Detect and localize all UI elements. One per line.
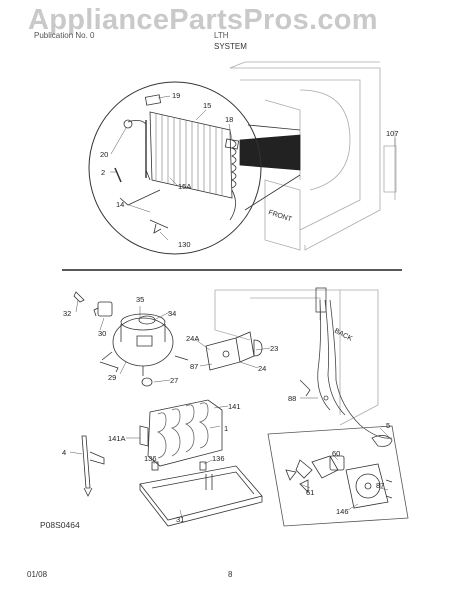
compressor [73, 291, 189, 387]
back-tubing [315, 287, 393, 447]
callout-bottom-5: 23 [270, 344, 278, 353]
callout-top-1: 15 [203, 101, 211, 110]
callout-bottom-0: 32 [63, 309, 71, 318]
callout-top-5: 2 [101, 168, 105, 177]
callout-bottom-20: 87 [376, 481, 384, 490]
watermark: AppliancePartsPros.com [28, 4, 378, 36]
drain-clips [151, 461, 207, 471]
callout-bottom-13: 141A [108, 434, 126, 443]
header-model: LTH [214, 31, 229, 40]
callout-bottom-11: 141 [228, 402, 241, 411]
callout-bottom-14: 4 [62, 448, 66, 457]
evaporator-cover-hatch [239, 134, 301, 171]
callout-top-7: 14 [116, 200, 124, 209]
callout-top-3: 107 [386, 129, 399, 138]
section-title: SYSTEM [214, 42, 247, 51]
evaporator-coil-block [139, 399, 223, 467]
magnified-condenser-view [88, 81, 301, 255]
callout-bottom-8: 29 [108, 373, 116, 382]
fan-assembly-inset [267, 425, 409, 527]
callout-leaders [69, 95, 396, 519]
label-front: FRONT [267, 209, 293, 223]
callout-bottom-4: 24A [186, 334, 199, 343]
callout-bottom-15: 136 [144, 454, 157, 463]
callout-bottom-7: 24 [258, 364, 266, 373]
figure-code: P08S0464 [40, 520, 80, 530]
callout-bottom-9: 27 [170, 376, 178, 385]
callout-bottom-16: 136 [212, 454, 225, 463]
callout-bottom-21: 146 [336, 507, 349, 516]
drain-tube [81, 435, 105, 497]
footer-page-number: 8 [228, 570, 233, 579]
callout-bottom-10: 88 [288, 394, 296, 403]
footer-date: 01/08 [27, 570, 48, 579]
callout-bottom-22: 31 [176, 515, 184, 524]
callout-bottom-3: 30 [98, 329, 106, 338]
relay-bracket [205, 331, 263, 371]
callout-bottom-2: 34 [168, 309, 176, 318]
callout-top-4: 20 [100, 150, 108, 159]
drain-pan [139, 465, 263, 527]
callout-bottom-18: 60 [332, 449, 340, 458]
callout-numbers: 19 15 18 107 20 2 15A 14 130 32 35 34 30… [62, 91, 399, 524]
callout-bottom-12: 1 [224, 424, 228, 433]
callout-bottom-19: 61 [306, 488, 314, 497]
callout-top-0: 19 [172, 91, 180, 100]
callout-top-6: 15A [178, 182, 191, 191]
label-back: BACK [333, 328, 353, 343]
callout-bottom-6: 87 [190, 362, 198, 371]
callout-bottom-1: 35 [136, 295, 144, 304]
callout-top-2: 18 [225, 115, 233, 124]
header-publication: Publication No. 0 [34, 31, 95, 40]
callout-top-8: 130 [178, 240, 191, 249]
callout-bottom-17: 5 [386, 421, 390, 430]
